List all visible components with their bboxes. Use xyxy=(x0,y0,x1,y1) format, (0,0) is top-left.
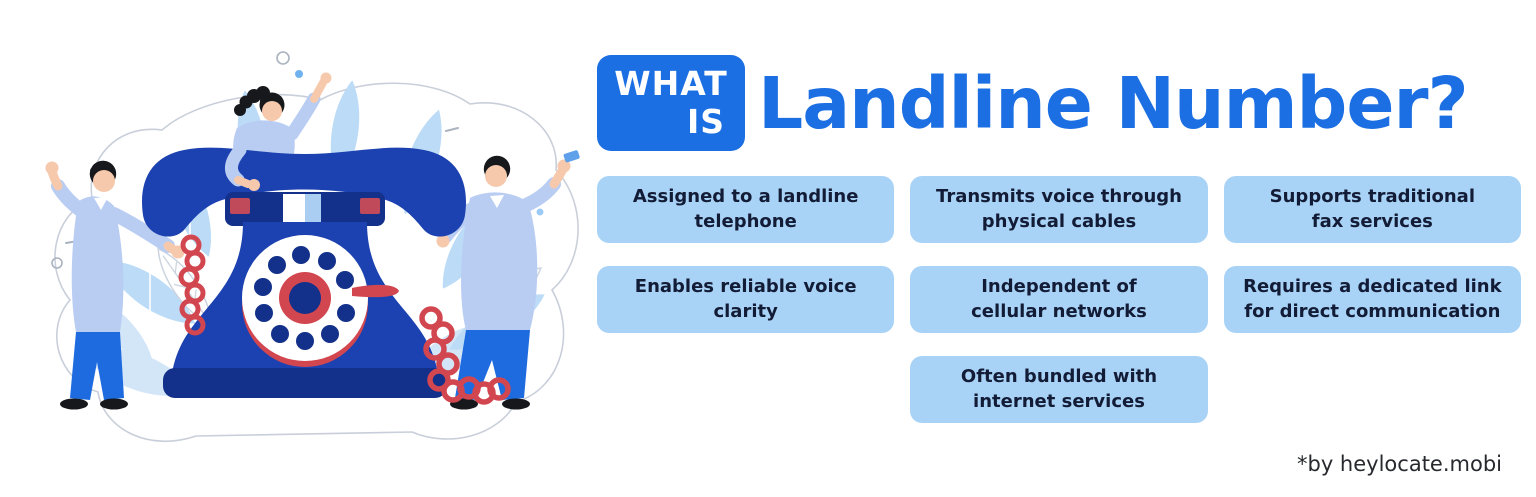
rotary-telephone-illustration xyxy=(45,51,580,443)
badge-line-2: IS xyxy=(686,102,725,141)
card-bundled-internet: Often bundled with internet services xyxy=(910,356,1208,423)
person-left xyxy=(45,160,185,410)
card-voice-clarity: Enables reliable voice clarity xyxy=(597,266,895,333)
card-independent-cellular: Independent of cellular networks xyxy=(910,266,1208,333)
card-transmits-voice: Transmits voice through physical cables xyxy=(910,176,1208,243)
page-title: Landline Number? xyxy=(758,61,1469,145)
person-right xyxy=(436,150,580,410)
header: WHAT IS Landline Number? xyxy=(597,55,1469,151)
phone-rotary-dial xyxy=(242,235,399,367)
phone-cord xyxy=(178,234,511,405)
phone-handset xyxy=(142,147,466,237)
card-supports-fax: Supports traditional fax services xyxy=(1223,176,1521,243)
phone-cradle xyxy=(225,192,385,226)
what-is-badge: WHAT IS xyxy=(597,55,745,151)
card-assigned-to-landline: Assigned to a landline telephone xyxy=(597,176,895,243)
attribution-credit: *by heylocate.mobi xyxy=(1297,452,1502,476)
person-on-phone xyxy=(233,72,332,162)
phone-base xyxy=(163,368,447,398)
feature-cards: Assigned to a landline telephone Transmi… xyxy=(597,176,1521,423)
card-dedicated-link: Requires a dedicated link for direct com… xyxy=(1223,266,1521,333)
badge-line-1: WHAT xyxy=(614,64,728,104)
person-on-phone-arm xyxy=(225,143,260,191)
